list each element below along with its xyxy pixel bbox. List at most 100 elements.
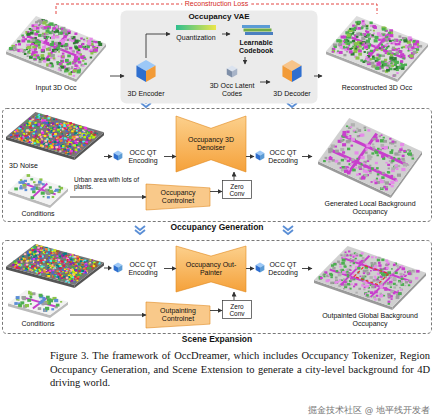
voxel [61,66,65,69]
voxel [95,41,98,43]
voxel [78,49,80,51]
voxel [31,248,33,249]
voxel [67,269,69,271]
voxel [36,269,37,270]
voxel [54,50,57,52]
voxel [76,130,78,131]
voxel [18,49,22,52]
voxel [83,40,85,42]
voxel [52,140,53,141]
cube-face [282,66,292,83]
voxel [360,59,363,61]
voxel [65,68,68,70]
voxel [68,282,70,283]
voxel [57,131,60,133]
voxel [59,262,60,263]
voxel [381,44,383,46]
voxel [70,50,74,53]
voxel [41,246,42,248]
voxel [47,36,49,38]
voxel [358,21,361,24]
voxel [77,276,79,278]
voxel [343,54,346,56]
voxel [67,149,70,151]
voxel [75,151,76,153]
voxel [86,143,88,144]
voxel [48,117,50,119]
voxel [86,270,87,271]
voxel [68,151,70,152]
voxel [65,149,67,150]
cube-face [292,66,302,83]
voxel [70,275,72,277]
voxel [66,277,69,279]
voxel [41,49,45,52]
voxel [413,43,417,46]
voxel [41,263,42,264]
voxel [20,258,22,260]
voxel [47,117,49,119]
flow-arrow [246,156,254,157]
voxel [43,266,44,267]
voxel [75,149,78,151]
voxel [66,67,70,70]
voxel [19,49,23,52]
voxel [33,246,36,248]
chevron [141,103,151,107]
voxel [57,129,60,131]
voxel [41,262,43,264]
voxel [44,36,46,38]
voxel [76,280,78,281]
voxel [57,142,59,144]
voxel [50,119,51,120]
voxel [34,141,36,143]
voxel [26,134,27,135]
voxel [49,122,52,124]
voxel [82,267,83,268]
voxel [54,149,56,150]
vae-panel: Occupancy VAEQuantizationLearnable Codeb… [120,10,318,104]
voxel [38,247,40,249]
voxel [17,264,19,265]
voxel [26,264,29,266]
voxel [376,46,379,48]
voxel [47,263,49,265]
voxel [38,114,40,115]
voxel [51,257,53,258]
voxel [71,130,74,132]
voxel [57,255,59,257]
voxel [391,65,394,67]
voxel [44,26,47,29]
voxel [73,129,75,130]
voxel [78,45,82,48]
voxel [38,60,41,62]
voxel [66,134,68,136]
voxel [81,273,83,274]
voxel [41,139,42,140]
voxel [377,32,381,35]
input-occupancy: Input 3D Occ [2,14,110,94]
voxel [86,135,87,136]
voxel [90,259,93,261]
voxel [41,265,44,267]
voxel [19,135,22,137]
voxel [23,51,25,53]
voxel [46,38,48,40]
voxel [54,128,56,130]
voxel [81,135,83,136]
voxel [58,56,60,58]
voxel [389,40,392,42]
voxel [47,260,49,262]
flow-arrow [314,76,322,77]
voxel [390,54,393,56]
voxel [85,141,88,143]
voxel [77,67,80,69]
voxel [84,262,86,263]
voxel [45,144,46,146]
voxel [73,280,74,281]
voxel [370,25,373,27]
voxel [392,58,395,60]
voxel [356,32,360,35]
voxel [39,138,41,139]
voxel [88,132,90,133]
